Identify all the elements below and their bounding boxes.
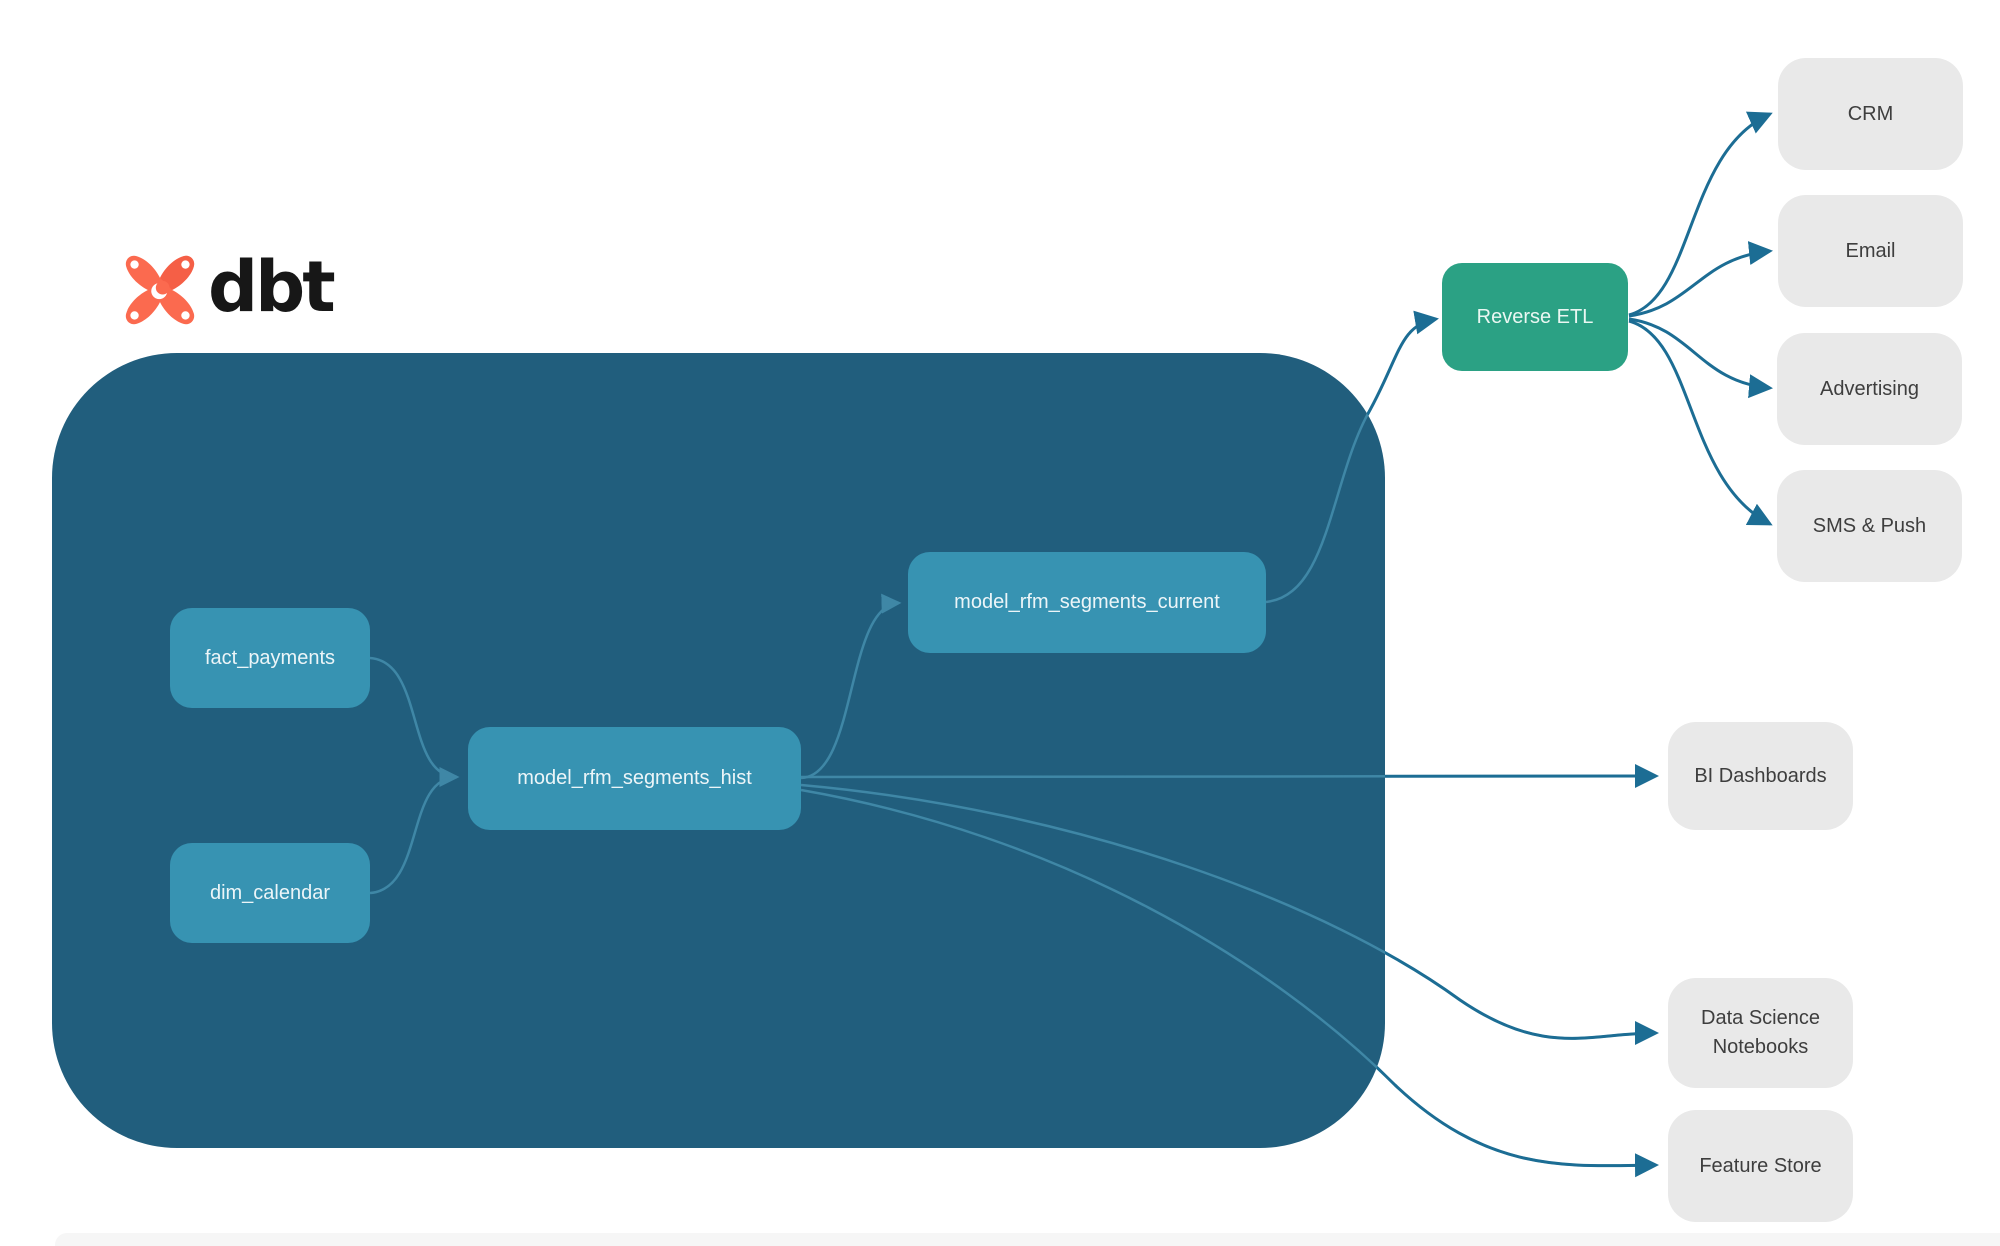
node-email-label: Email	[1845, 239, 1896, 262]
node-fact-payments: fact_payments	[170, 608, 370, 708]
node-sms-push-label: SMS & Push	[1812, 514, 1927, 537]
node-feature-store-label: Feature Store	[1699, 1154, 1822, 1177]
node-fact-payments-label: fact_payments	[204, 646, 336, 669]
node-crm: CRM	[1778, 58, 1963, 170]
node-data-science-notebooks: Data Science Notebooks	[1668, 978, 1853, 1088]
node-sms-push: SMS & Push	[1777, 470, 1962, 582]
node-data-science-notebooks-label: Data Science Notebooks	[1701, 1007, 1820, 1058]
node-feature-store: Feature Store	[1668, 1110, 1853, 1222]
node-model-rfm-segments-hist-label: model_rfm_segments_hist	[517, 767, 752, 789]
dbt-logo-text: dbt	[208, 246, 336, 328]
node-model-rfm-segments-current: model_rfm_segments_current	[908, 552, 1266, 653]
node-bi-dashboards: BI Dashboards	[1668, 722, 1853, 830]
node-crm-label: CRM	[1847, 102, 1894, 125]
dbt-logo: dbt	[122, 246, 336, 328]
node-model-rfm-segments-current-label: model_rfm_segments_current	[954, 591, 1220, 613]
dbt-logo-icon	[125, 255, 195, 325]
node-advertising-label: Advertising	[1820, 377, 1919, 400]
node-dim-calendar: dim_calendar	[170, 843, 370, 943]
node-email: Email	[1778, 195, 1963, 307]
node-reverse-etl: Reverse ETL	[1442, 263, 1628, 371]
node-reverse-etl-label: Reverse ETL	[1476, 305, 1594, 328]
node-dim-calendar-label: dim_calendar	[209, 881, 331, 904]
bottom-edge-strip	[55, 1233, 2000, 1246]
node-advertising: Advertising	[1777, 333, 1962, 445]
node-model-rfm-segments-hist: model_rfm_segments_hist	[468, 727, 801, 830]
node-bi-dashboards-label: BI Dashboards	[1694, 764, 1827, 787]
